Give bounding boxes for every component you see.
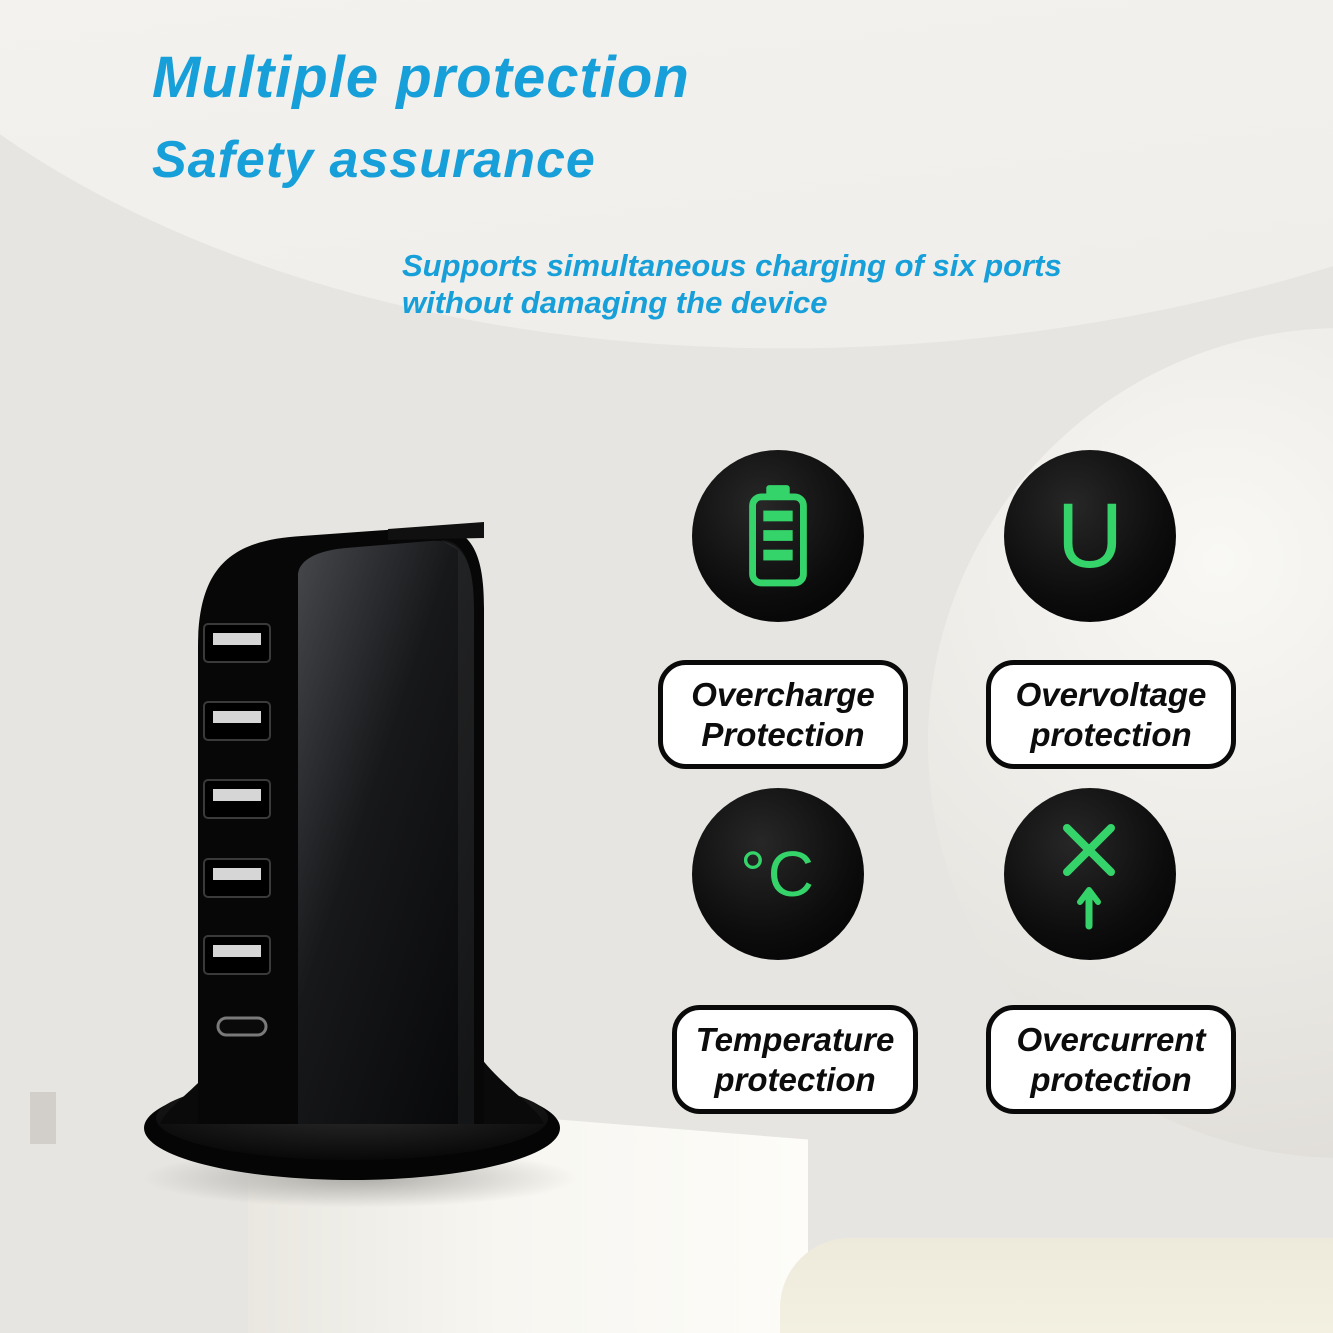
temperature-protection-label: Temperature protection [672,1005,918,1115]
overcurrent-protection-badge [1004,788,1176,960]
overcurrent-protection-label: Overcurrent protection [986,1005,1236,1115]
temperature-label-line1: Temperature [695,1021,895,1058]
overvoltage-protection-badge: U [1004,450,1176,622]
overvoltage-label-line1: Overvoltage [1015,676,1207,713]
usb-a-port-4 [203,858,271,898]
usb-a-port-2 [203,701,271,741]
temperature-label-line2: protection [714,1060,876,1098]
overcharge-protection-badge [692,450,864,622]
page-subtitle: Supports simultaneous charging of six po… [402,248,1162,321]
usb-a-port-3 [203,779,271,819]
device-top-lip [388,522,484,540]
overvoltage-label-line2: protection [1030,715,1192,753]
subtitle-line2: without damaging the device [402,284,828,320]
temperature-protection-badge: °C [692,788,864,960]
celsius-icon: °C [740,838,816,910]
overcharge-label-line2: Protection [701,715,865,753]
usb-charging-tower-image [144,522,560,1180]
overcharge-label-line1: Overcharge [691,676,875,713]
overcurrent-label-line2: protection [1030,1060,1192,1098]
device-gloss-panel [298,540,474,1124]
letter-u-icon: U [1056,484,1124,587]
usb-a-port-1 [203,623,271,663]
usb-a-port-5 [203,935,271,975]
subtitle-line1: Supports simultaneous charging of six po… [402,248,1062,283]
crossed-current-icon [1063,824,1115,930]
device-gloss-highlight [440,539,474,1124]
page-title-line1: Multiple protection [152,45,690,110]
page-title-line2: Safety assurance [152,131,596,189]
usb-c-port [216,1016,268,1037]
background-left-edge-detail [30,1092,56,1144]
overcurrent-label-line1: Overcurrent [1016,1021,1206,1058]
overvoltage-protection-label: Overvoltage protection [986,660,1236,770]
battery-icon [749,485,807,587]
background-bottom-right-surface [780,1238,1333,1333]
overcharge-protection-label: Overcharge Protection [658,660,908,770]
